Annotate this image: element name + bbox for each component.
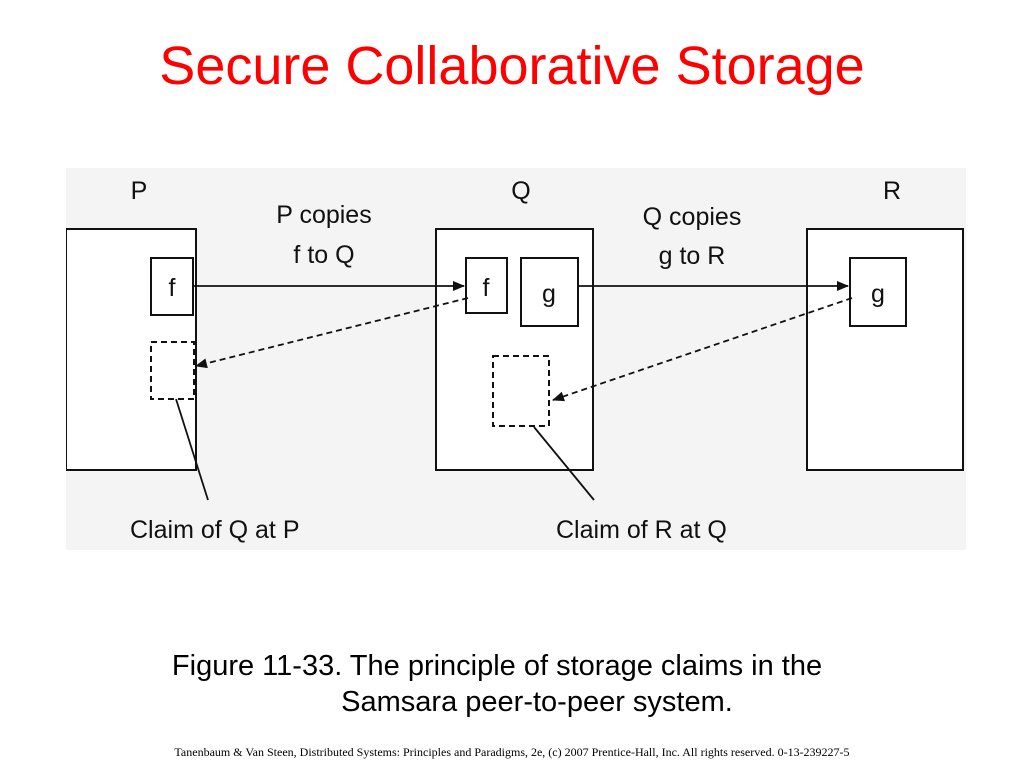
peer-p: P f [66, 177, 197, 471]
peer-r-label: R [883, 177, 901, 205]
edge-label-q-to-r-line1: Q copies [643, 203, 742, 231]
storage-claims-diagram: P f Q f g R g P [66, 168, 966, 550]
edge-label-p-to-q: P copies f to Q [276, 201, 371, 269]
claim-leader-q-at-p [175, 398, 209, 501]
file-g-at-r-label: g [871, 280, 885, 308]
peer-q-label: Q [511, 177, 530, 205]
file-g-at-q-label: g [542, 280, 556, 308]
claim-box-q-at-p [150, 341, 195, 400]
claim-arrow-r-to-q [552, 297, 853, 402]
claim-label-r-at-q: Claim of R at Q [556, 516, 727, 544]
peer-q-box [435, 228, 594, 471]
claim-label-q-at-p: Claim of Q at P [130, 516, 300, 544]
file-f-at-p-label: f [169, 274, 176, 302]
claim-leader-r-at-q [533, 426, 595, 501]
caption-line-1: Figure 11-33. The principle of storage c… [171, 650, 823, 682]
claim-arrow-q-to-p [195, 297, 469, 369]
file-f-at-q-label: f [483, 274, 490, 302]
file-f-at-p [150, 257, 194, 316]
slide-title: Secure Collaborative Storage [159, 36, 865, 96]
copyright-footer: Tanenbaum & Van Steen, Distributed Syste… [174, 745, 850, 759]
edge-label-p-to-q-line2: f to Q [293, 241, 354, 269]
file-f-at-q [465, 257, 508, 314]
diagram-canvas: P f Q f g R g P [66, 177, 964, 544]
edge-label-p-to-q-line1: P copies [276, 201, 371, 229]
file-g-at-q [520, 257, 579, 327]
edge-label-q-to-r: Q copies g to R [643, 203, 742, 270]
claim-box-r-at-q [492, 355, 550, 427]
caption-line-2: Samsara peer-to-peer system. [341, 686, 733, 718]
peer-p-label: P [131, 177, 148, 205]
peer-q: Q f g [435, 177, 594, 471]
edge-label-q-to-r-line2: g to R [659, 242, 726, 270]
peer-r: R g [806, 177, 964, 471]
file-g-at-r [849, 257, 907, 327]
figure-caption: Figure 11-33. The principle of storage c… [40, 648, 984, 720]
